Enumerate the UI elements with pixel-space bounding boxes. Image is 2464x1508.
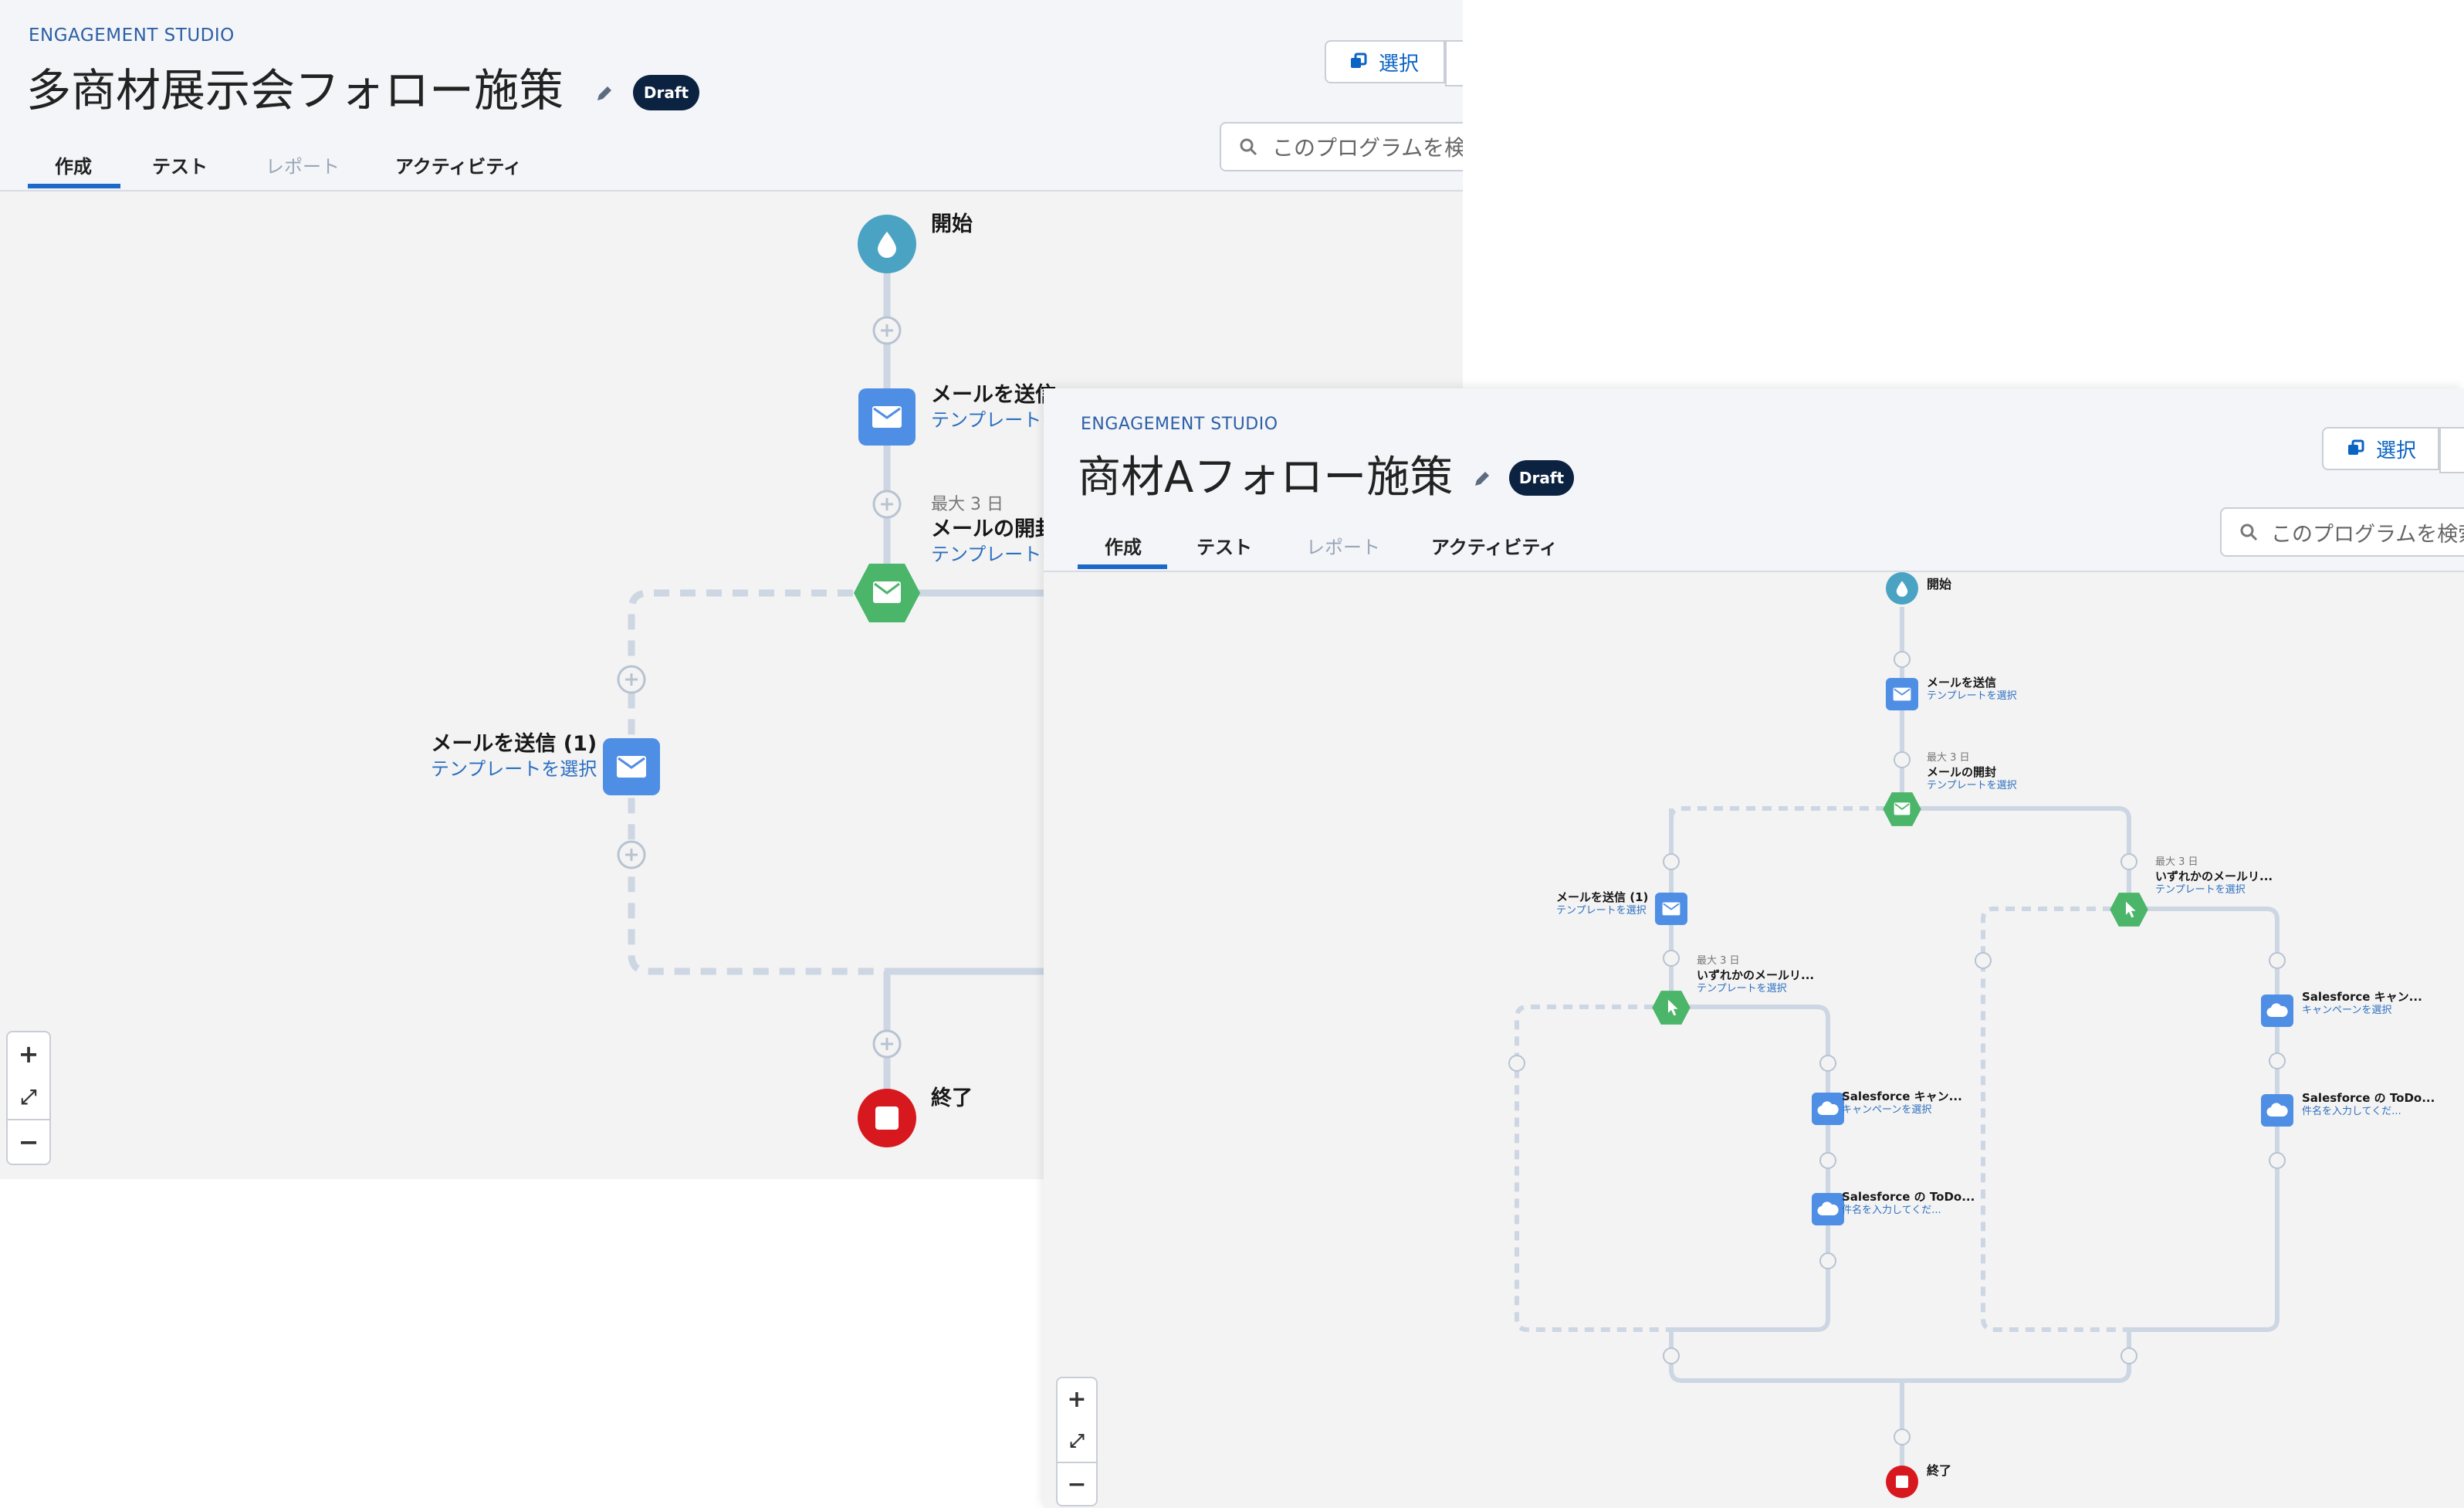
page-title: 多商材展示会フォロー施策 [26, 64, 564, 117]
search-icon [2239, 522, 2259, 542]
pencil-icon[interactable] [594, 83, 614, 103]
send-email-1-label: メールを送信 (1) テンプレートを選択 [1556, 890, 1649, 917]
mail-icon [872, 406, 902, 428]
drop-icon [878, 232, 896, 258]
status-badge: Draft [633, 75, 699, 110]
salesforce-todo-label-right: Salesforce の ToDo... 件名を入力してくだ... [2302, 1091, 2435, 1117]
active-tab-indicator [1078, 564, 1167, 569]
salesforce-todo-label: Salesforce の ToDo... 件名を入力してくだ... [1842, 1190, 1975, 1216]
link-click-label-left: 最大 3 日 いずれかのメールリ... テンプレートを選択 [1697, 955, 1815, 995]
zoom-fit-button[interactable]: ⤢ [6, 1076, 51, 1120]
search-placeholder: このプログラムを検 [1272, 135, 1463, 161]
send-email-node[interactable] [1886, 678, 1918, 710]
flow-canvas[interactable]: 開始 メールを送信 テンプレートを選択 最大 3 日 メールの開封 テンプレート… [1044, 572, 2464, 1508]
select-button-label: 選択 [1379, 52, 1420, 76]
program-header: ENGAGEMENT STUDIO 多商材展示会フォロー施策 Draft 選択 … [0, 0, 1463, 191]
send-email-1-label: メールを送信 (1) テンプレートを選択 [431, 732, 597, 780]
salesforce-campaign-label: Salesforce キャン... キャンペーンを選択 [1842, 1089, 1962, 1116]
salesforce-todo-node[interactable] [1812, 1193, 1844, 1225]
program-window-front: ENGAGEMENT STUDIO 商材Aフォロー施策 Draft 選択 作成 … [1044, 388, 2464, 1508]
start-node[interactable] [858, 215, 916, 273]
tab-create[interactable]: 作成 [1105, 537, 1142, 558]
salesforce-cloud-icon [1817, 1101, 1839, 1116]
select-button[interactable]: 選択 [2322, 427, 2439, 470]
program-header: ENGAGEMENT STUDIO 商材Aフォロー施策 Draft 選択 作成 … [1044, 388, 2464, 572]
select-button[interactable]: 選択 [1325, 40, 1445, 83]
end-node[interactable] [858, 1089, 916, 1147]
tab-report: レポート [1306, 537, 1380, 558]
flow-canvas[interactable]: 開始 メールを送信 テンプレートを 最大 3 日 メールの開封 テンプレートを … [0, 191, 1463, 1179]
email-open-decision-node[interactable] [852, 562, 922, 624]
select-dropdown-button[interactable] [2439, 427, 2464, 473]
send-email-1-node[interactable] [1655, 893, 1687, 925]
link-click-decision-node-left[interactable] [1651, 990, 1691, 1025]
mail-icon [1893, 687, 1911, 701]
send-email-node[interactable] [858, 388, 916, 446]
program-search-input[interactable]: このプログラムを検 [1220, 122, 1463, 171]
page-title: 商材Aフォロー施策 [1078, 452, 1454, 503]
send-email-label: メールを送信 テンプレートを [931, 383, 1061, 431]
salesforce-todo-node-right[interactable] [2261, 1094, 2293, 1127]
mail-icon [1662, 902, 1680, 916]
studio-label: ENGAGEMENT STUDIO [29, 25, 235, 46]
salesforce-campaign-node-right[interactable] [2261, 995, 2293, 1027]
tab-test[interactable]: テスト [152, 156, 208, 178]
start-node[interactable] [1886, 572, 1918, 605]
studio-label: ENGAGEMENT STUDIO [1081, 415, 1278, 434]
zoom-out-button[interactable]: − [6, 1120, 51, 1165]
send-email-label: メールを送信 テンプレートを選択 [1927, 676, 2017, 702]
select-dropdown-button[interactable] [1445, 40, 1463, 86]
search-placeholder: このプログラムを検索 [2271, 522, 2464, 547]
salesforce-cloud-icon [2266, 1003, 2288, 1018]
salesforce-cloud-icon [1817, 1201, 1839, 1216]
status-badge: Draft [1509, 460, 1574, 496]
stop-icon [1896, 1476, 1908, 1488]
select-button-label: 選択 [2376, 439, 2417, 463]
tab-activity[interactable]: アクティビティ [1431, 537, 1558, 558]
copy-icon [1349, 53, 1368, 71]
active-tab-indicator [28, 184, 120, 188]
mail-icon [617, 756, 646, 778]
zoom-out-button[interactable]: − [1056, 1463, 1098, 1506]
salesforce-cloud-icon [2266, 1103, 2288, 1117]
link-click-decision-node-right[interactable] [2109, 892, 2149, 927]
end-label: 終了 [931, 1086, 973, 1110]
tab-activity[interactable]: アクティビティ [395, 156, 522, 178]
zoom-in-button[interactable]: + [6, 1031, 51, 1077]
tab-report: レポート [266, 156, 340, 178]
zoom-fit-button[interactable]: ⤢ [1056, 1420, 1098, 1463]
email-open-label: 最大 3 日 メールの開封 テンプレートを選択 [1927, 752, 2017, 791]
program-search-input[interactable]: このプログラムを検索 [2220, 507, 2464, 557]
email-open-decision-node[interactable] [1882, 791, 1922, 827]
tab-create[interactable]: 作成 [55, 156, 92, 178]
end-label: 終了 [1927, 1463, 1952, 1478]
email-open-label: 最大 3 日 メールの開封 テンプレートを [931, 495, 1061, 565]
drop-icon [1896, 581, 1908, 597]
tab-test[interactable]: テスト [1196, 537, 1252, 558]
pencil-icon[interactable] [1472, 469, 1492, 489]
salesforce-campaign-node[interactable] [1812, 1093, 1844, 1125]
send-email-1-node[interactable] [603, 738, 660, 795]
zoom-in-button[interactable]: + [1056, 1377, 1098, 1422]
search-icon [1238, 137, 1258, 157]
stop-icon [875, 1106, 899, 1130]
salesforce-campaign-label-right: Salesforce キャン... キャンペーンを選択 [2302, 990, 2422, 1016]
end-node[interactable] [1886, 1466, 1918, 1498]
flow-connectors [1508, 607, 2286, 1499]
link-click-label-right: 最大 3 日 いずれかのメールリ... テンプレートを選択 [2155, 856, 2273, 896]
start-label: 開始 [931, 212, 973, 236]
copy-icon [2347, 439, 2365, 458]
start-label: 開始 [1927, 577, 1952, 591]
